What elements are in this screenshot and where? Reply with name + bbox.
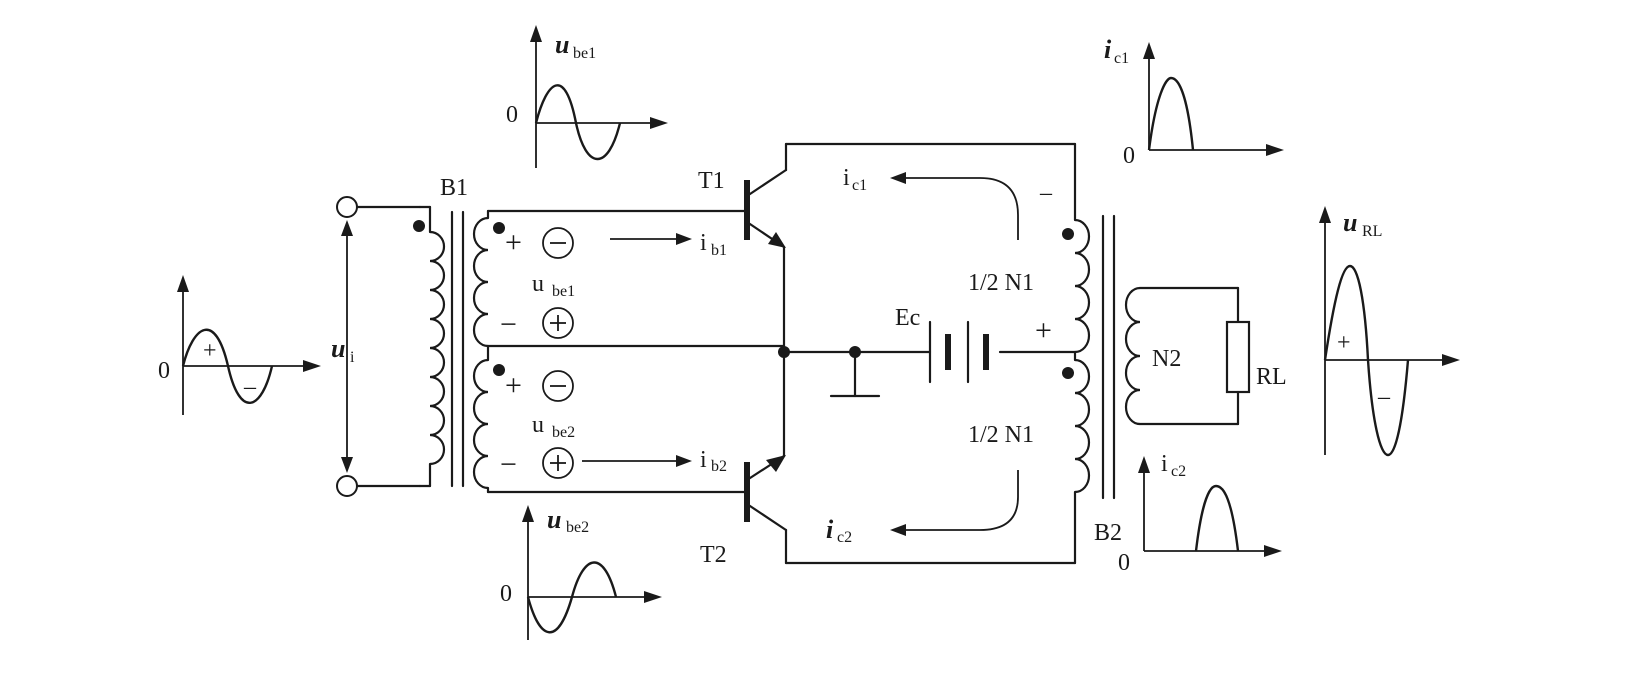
svg-text:0: 0 xyxy=(1118,550,1130,576)
polarity-circle-lower-2 xyxy=(542,447,574,479)
ic2-arrow xyxy=(904,470,1019,531)
input-terminal-top xyxy=(336,196,358,218)
graph-ic2-title: i xyxy=(1161,451,1168,477)
svg-text:+: + xyxy=(203,338,217,364)
svg-text:c2: c2 xyxy=(1171,463,1186,480)
ib1-label: i xyxy=(700,230,707,256)
b2-minus-mark: – xyxy=(1039,180,1053,206)
svg-text:b2: b2 xyxy=(711,458,727,475)
b1-polarity-marks: + − + − u be1 u be2 xyxy=(500,226,575,481)
svg-text:i: i xyxy=(350,349,355,366)
graph-url: u RL + – xyxy=(1319,206,1460,457)
svg-text:be2: be2 xyxy=(552,424,575,441)
graph-ube2: u be2 0 xyxy=(500,505,662,640)
ec-label: Ec xyxy=(895,305,920,331)
b1-secondary-upper-coil xyxy=(472,216,489,348)
svg-text:be2: be2 xyxy=(566,519,589,536)
rl-label: RL xyxy=(1256,364,1287,390)
svg-text:–: – xyxy=(243,374,257,400)
collector-current-arrows: i c1 i c2 xyxy=(826,165,1019,546)
b1-secondary-upper-dot xyxy=(493,222,505,234)
polarity-circle-lower-1 xyxy=(542,370,574,402)
svg-text:+: + xyxy=(1337,330,1351,356)
battery-ec: Ec xyxy=(895,305,1077,384)
svg-text:+: + xyxy=(505,369,522,402)
svg-text:0: 0 xyxy=(506,102,518,128)
svg-text:−: − xyxy=(500,448,517,481)
b1-primary-dot xyxy=(413,220,425,232)
base-current-arrows: i b1 i b2 xyxy=(582,230,727,475)
t1-label: T1 xyxy=(698,168,725,194)
transistor-t2: T2 xyxy=(700,350,788,568)
ic2-inner-label: i xyxy=(826,515,834,544)
graph-ic2-half-sine xyxy=(1194,484,1240,552)
b1-secondary-lower-dot xyxy=(493,364,505,376)
b1-label: B1 xyxy=(440,175,468,201)
svg-text:+: + xyxy=(505,226,522,259)
t2-collector xyxy=(745,502,788,532)
b2-secondary-coil xyxy=(1124,286,1141,426)
graph-ic1-title: i xyxy=(1104,35,1112,64)
input-terminal-bottom xyxy=(336,475,358,497)
transformer-b1: B1 xyxy=(413,175,786,494)
t2-label: T2 xyxy=(700,542,727,568)
graph-ube1: u be1 0 xyxy=(506,25,668,168)
svg-text:0: 0 xyxy=(1123,143,1135,169)
ib2-label: i xyxy=(700,447,707,473)
svg-text:−: − xyxy=(500,308,517,341)
graph-input-zero: 0 xyxy=(158,358,170,384)
svg-text:–: – xyxy=(1377,384,1391,410)
center-wiring xyxy=(778,346,932,398)
ic1-inner-label: i xyxy=(843,165,850,191)
svg-text:be1: be1 xyxy=(573,45,596,62)
b2-lower-dot xyxy=(1062,367,1074,379)
b1-primary-coil xyxy=(429,230,446,466)
t1-collector xyxy=(745,168,788,198)
polarity-circle-upper-1 xyxy=(542,227,574,259)
ube2-label: u xyxy=(532,412,544,438)
graph-ube2-title: u xyxy=(547,505,561,534)
graph-ube1-title: u xyxy=(555,30,569,59)
graph-ube1-sine xyxy=(534,84,622,160)
transformer-b2: B2 1/2 N1 1/2 N1 – + N2 RL xyxy=(784,142,1287,565)
b1-secondary-lower-coil xyxy=(472,358,489,490)
svg-text:RL: RL xyxy=(1362,223,1382,240)
svg-text:0: 0 xyxy=(500,581,512,607)
graph-ic1-half-sine xyxy=(1147,76,1195,151)
n1-bottom-label: 1/2 N1 xyxy=(968,422,1034,448)
graph-ic1: i c1 0 xyxy=(1104,35,1284,169)
n1-top-label: 1/2 N1 xyxy=(968,270,1034,296)
svg-text:be1: be1 xyxy=(552,283,575,300)
graph-url-sine xyxy=(1323,264,1410,457)
input-voltage-label: u xyxy=(331,334,345,363)
svg-text:c1: c1 xyxy=(852,177,867,194)
transistor-t1: T1 xyxy=(698,142,788,354)
graph-ube2-sine xyxy=(526,561,618,634)
ic1-arrow xyxy=(904,177,1019,240)
b2-plus-mark: + xyxy=(1035,314,1052,347)
polarity-circle-upper-2 xyxy=(542,307,574,339)
graph-url-title: u xyxy=(1343,208,1357,237)
b2-upper-dot xyxy=(1062,228,1074,240)
graph-input-sine xyxy=(181,328,274,404)
b2-label: B2 xyxy=(1094,520,1122,546)
svg-text:c2: c2 xyxy=(837,529,852,546)
n2-label: N2 xyxy=(1152,346,1181,372)
b2-primary-upper-coil xyxy=(1074,218,1091,354)
svg-text:b1: b1 xyxy=(711,242,727,259)
svg-text:c1: c1 xyxy=(1114,50,1129,67)
ube1-label: u xyxy=(532,271,544,297)
load-resistor-rl xyxy=(1225,320,1251,394)
b2-primary-lower-coil xyxy=(1074,358,1091,494)
input-terminals: u i xyxy=(331,196,422,497)
graph-ic2: i c2 0 xyxy=(1118,451,1282,576)
graph-input-voltage: 0 + – xyxy=(158,275,321,415)
